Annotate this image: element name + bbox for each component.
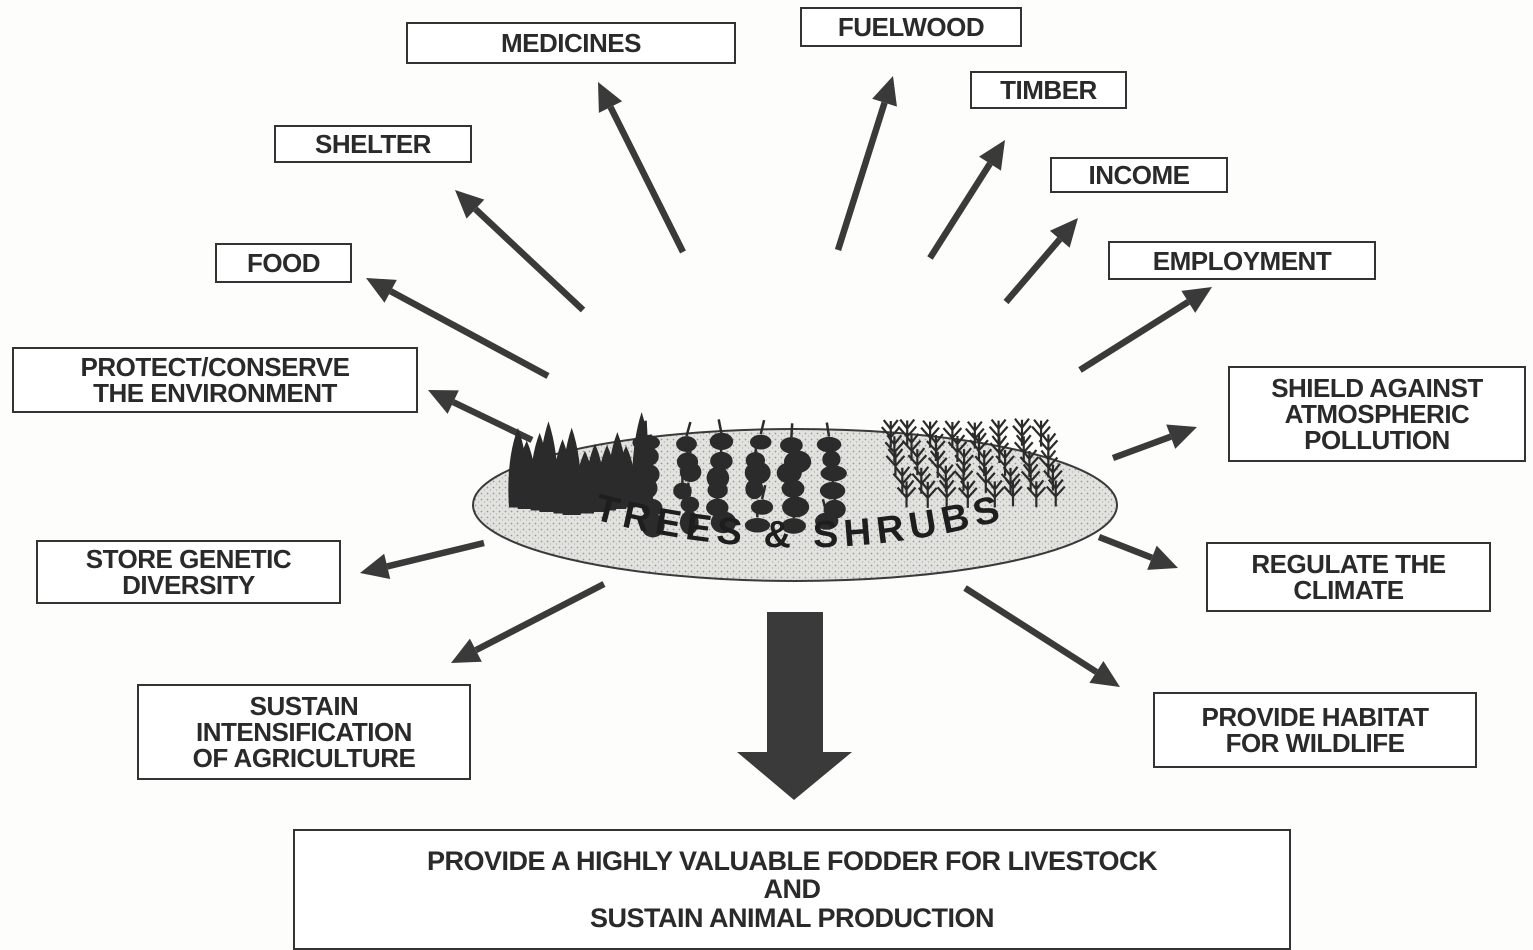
arrow-to-shelter-shaft [475, 209, 583, 310]
arrow-to-regulate-climate-shaft [1099, 537, 1152, 558]
main-outcome-box: PROVIDE A HIGHLY VALUABLE FODDER FOR LIV… [293, 829, 1291, 950]
arrow-to-store-genetic-diversity-head [360, 554, 390, 579]
arrow-to-timber-shaft [930, 164, 990, 258]
shrub-stem [789, 451, 790, 465]
shrub-stem [718, 456, 719, 470]
shrub-stem [835, 487, 837, 501]
store-genetic-diversity-label: STORE GENETIC DIVERSITY [86, 546, 291, 598]
food-box: FOOD [215, 243, 352, 283]
arrow-to-shield-pollution-shaft [1113, 437, 1171, 458]
shrub-silhouette [782, 480, 805, 498]
employment-box: EMPLOYMENT [1108, 241, 1376, 280]
income-label: INCOME [1089, 162, 1190, 188]
shrub-silhouette [640, 447, 658, 465]
arrow-to-income [1006, 218, 1078, 302]
fuelwood-label: FUELWOOD [838, 14, 984, 40]
arrow-to-fuelwood-head [872, 76, 897, 107]
arrow-to-store-genetic-diversity [360, 543, 484, 579]
shrub-silhouette [745, 479, 763, 499]
shrub-silhouette [751, 500, 773, 515]
timber-label: TIMBER [1000, 77, 1097, 103]
regulate-climate-box: REGULATE THE CLIMATE [1206, 542, 1491, 612]
shrub-silhouette [820, 482, 845, 499]
fuelwood-box: FUELWOOD [800, 7, 1022, 47]
provide-habitat-box: PROVIDE HABITAT FOR WILDLIFE [1153, 692, 1477, 768]
arrow-to-protect-environment-shaft [453, 402, 532, 440]
arrow-to-provide-habitat [965, 588, 1120, 687]
food-label: FOOD [247, 250, 320, 276]
arrow-to-timber [930, 140, 1005, 258]
employment-label: EMPLOYMENT [1153, 248, 1331, 274]
store-genetic-diversity-box: STORE GENETIC DIVERSITY [36, 540, 341, 604]
arrow-to-shelter [455, 190, 583, 310]
main-outcome-label: PROVIDE A HIGHLY VALUABLE FODDER FOR LIV… [427, 847, 1157, 932]
sustain-agriculture-label: SUSTAIN INTENSIFICATION OF AGRICULTURE [193, 693, 416, 771]
shrub-silhouette [750, 435, 772, 450]
arrow-to-fuelwood [838, 76, 897, 250]
protect-environment-label: PROTECT/CONSERVE THE ENVIRONMENT [81, 354, 350, 406]
arrow-to-shield-pollution-head [1166, 424, 1197, 448]
main-down-arrow [737, 612, 852, 800]
income-box: INCOME [1050, 157, 1228, 193]
shrub-stem [688, 482, 690, 496]
arrow-to-income-shaft [1006, 239, 1060, 302]
shrub-silhouette [817, 437, 842, 452]
arrow-to-fuelwood-shaft [838, 103, 885, 250]
shrub-stem [791, 423, 792, 437]
arrow-to-employment [1080, 287, 1212, 370]
shrub-stem [650, 435, 651, 449]
shrub-stem [646, 421, 647, 435]
arrow-to-medicines-shaft [611, 107, 683, 252]
arrow-to-regulate-climate [1099, 537, 1178, 570]
arrow-to-sustain-agriculture-shaft [476, 584, 604, 650]
regulate-climate-label: REGULATE THE CLIMATE [1251, 551, 1445, 603]
arrow-to-sustain-agriculture [451, 584, 604, 663]
protect-environment-box: PROTECT/CONSERVE THE ENVIRONMENT [12, 347, 418, 413]
shrub-silhouette [634, 477, 657, 499]
shield-pollution-box: SHIELD AGAINST ATMOSPHERIC POLLUTION [1228, 366, 1526, 462]
provide-habitat-label: PROVIDE HABITAT FOR WILDLIFE [1202, 704, 1429, 756]
arrow-to-shield-pollution [1113, 424, 1197, 458]
arrow-to-store-genetic-diversity-shaft [387, 543, 484, 566]
arrow-to-provide-habitat-shaft [965, 588, 1096, 672]
shelter-box: SHELTER [274, 125, 472, 163]
shelter-label: SHELTER [315, 131, 431, 157]
arrow-to-employment-shaft [1080, 302, 1188, 370]
shrub-stem [830, 437, 831, 451]
medicines-label: MEDICINES [501, 30, 641, 56]
timber-box: TIMBER [970, 71, 1127, 109]
medicines-box: MEDICINES [406, 22, 736, 64]
arrow-to-medicines [598, 82, 683, 252]
shield-pollution-label: SHIELD AGAINST ATMOSPHERIC POLLUTION [1271, 375, 1483, 453]
sustain-agriculture-box: SUSTAIN INTENSIFICATION OF AGRICULTURE [137, 684, 471, 780]
